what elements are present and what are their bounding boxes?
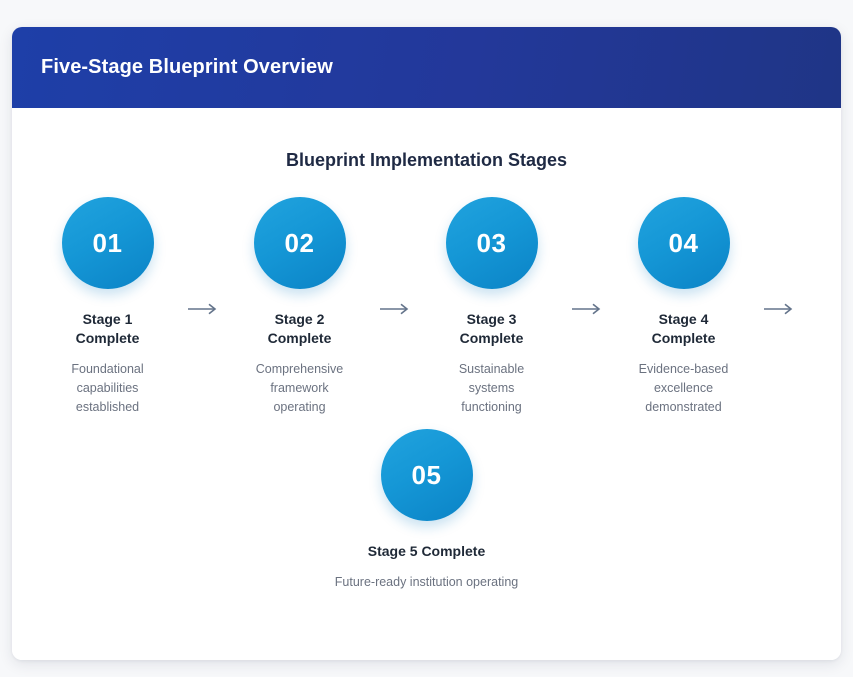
stage-item-3[interactable]: 03 Stage 3 Complete Sustainable systems …	[427, 197, 557, 417]
stage-number-badge-1: 01	[61, 197, 154, 289]
stage-item-5[interactable]: 05 Stage 5 Complete Future-ready institu…	[317, 429, 537, 592]
page-title: Five-Stage Blueprint Overview	[41, 56, 333, 78]
stage-flow: 01 Stage 1 Complete Foundational capabil…	[36, 197, 817, 592]
arrow-right-icon	[557, 302, 619, 316]
blueprint-card: Five-Stage Blueprint Overview Blueprint …	[12, 27, 841, 660]
stage-description-3: Sustainable systems functioning	[458, 362, 525, 414]
stage-number-badge-5: 05	[380, 429, 473, 521]
stage-number-5: 05	[411, 459, 442, 490]
card-body: Blueprint Implementation Stages 01 Stage…	[12, 108, 841, 660]
stage-number-badge-3: 03	[445, 197, 538, 289]
stage-description-2: Comprehensive framework operating	[255, 362, 344, 414]
stage-item-4[interactable]: 04 Stage 4 Complete Evidence-based excel…	[619, 197, 749, 417]
stage-number-badge-2: 02	[253, 197, 346, 289]
stage-number-badge-4: 04	[637, 197, 730, 289]
stage-label-4: Stage 4 Complete	[651, 311, 716, 346]
stage-item-1[interactable]: 01 Stage 1 Complete Foundational capabil…	[43, 197, 173, 417]
arrow-right-icon	[173, 302, 235, 316]
stage-number-2: 02	[284, 227, 315, 258]
stage-label-5: Stage 5 Complete	[367, 543, 486, 559]
stage-label-1: Stage 1 Complete	[75, 311, 140, 346]
arrow-right-icon	[749, 302, 811, 316]
stage-label-2: Stage 2 Complete	[267, 311, 332, 346]
stage-number-1: 01	[92, 227, 123, 258]
stage-label-3: Stage 3 Complete	[459, 311, 524, 346]
stage-description-4: Evidence-based excellence demonstrated	[638, 362, 729, 414]
stage-number-3: 03	[476, 227, 507, 258]
card-header: Five-Stage Blueprint Overview	[12, 27, 841, 108]
section-title: Blueprint Implementation Stages	[285, 150, 568, 170]
stage-item-2[interactable]: 02 Stage 2 Complete Comprehensive framew…	[235, 197, 365, 417]
stage-description-1: Foundational capabilities established	[71, 362, 144, 414]
stage-number-4: 04	[668, 227, 699, 258]
arrow-right-icon	[365, 302, 427, 316]
stage-description-5: Future-ready institution operating	[334, 575, 519, 589]
